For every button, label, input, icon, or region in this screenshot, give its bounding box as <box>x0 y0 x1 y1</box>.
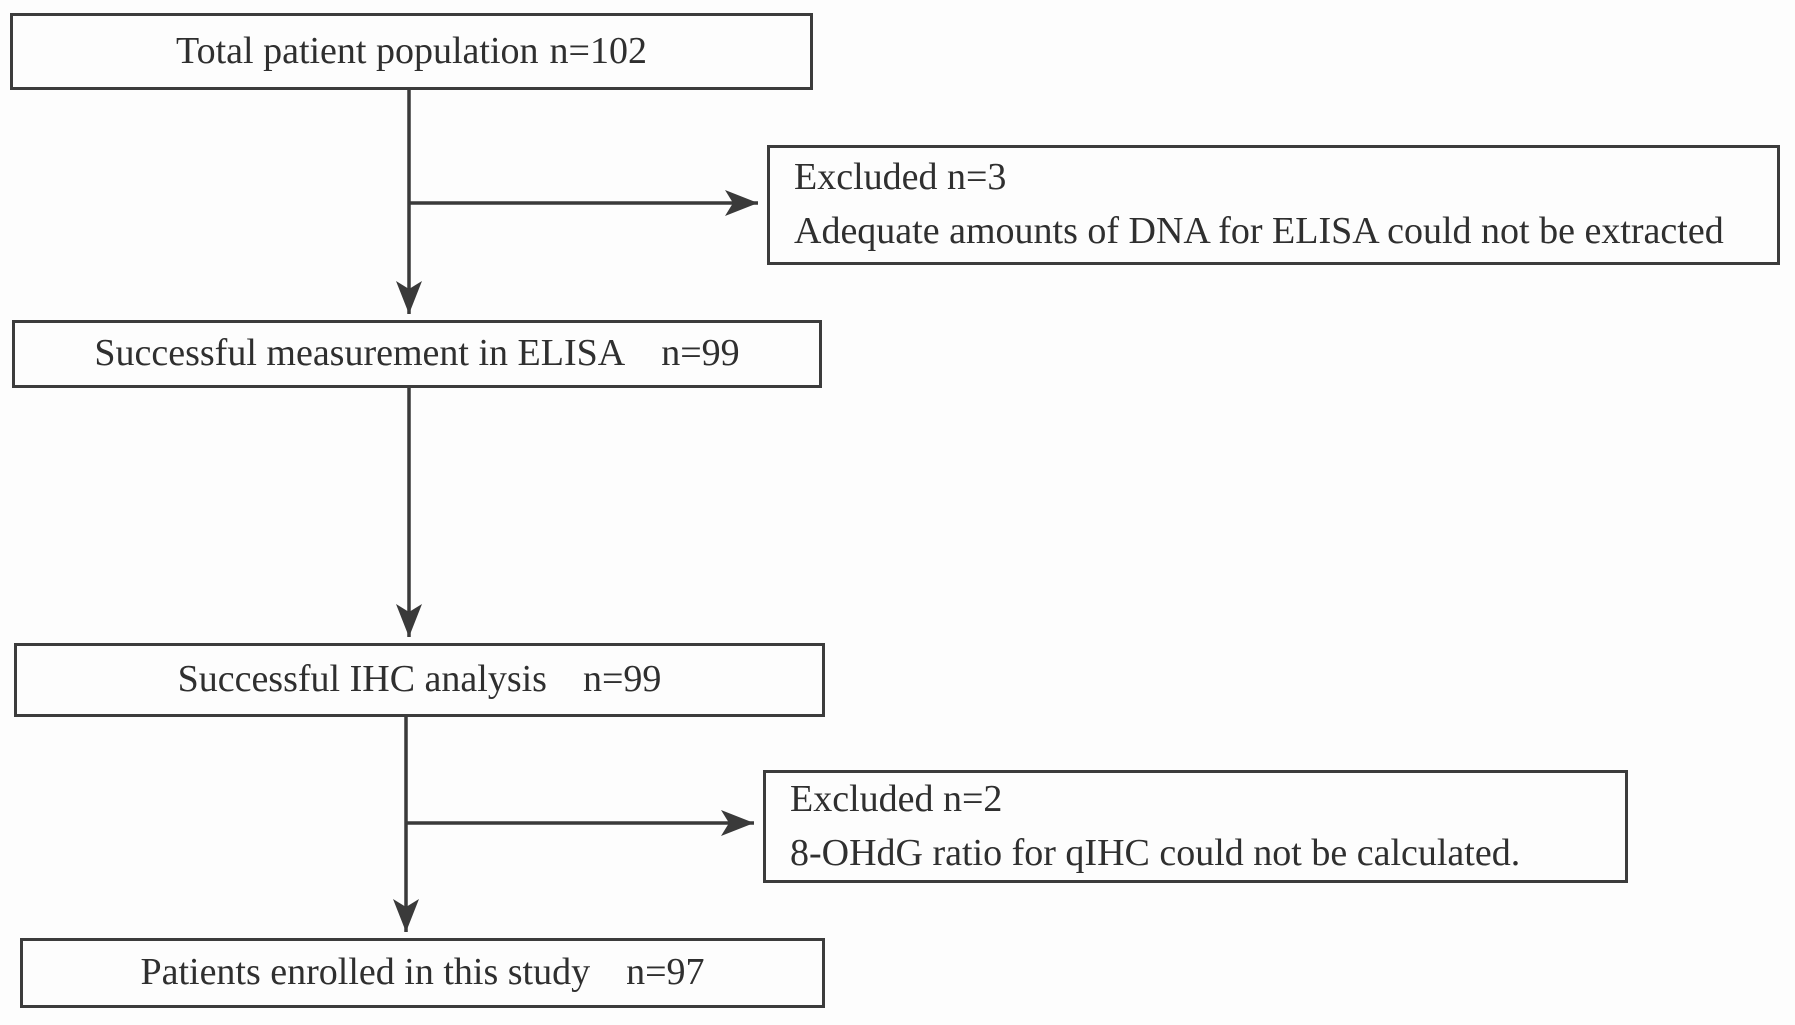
node-count: n=99 <box>582 658 662 701</box>
exclusion-title: Excluded n=3 <box>794 156 1007 199</box>
node-count: n=97 <box>626 951 705 994</box>
node-total-population: Total patient population n=102 <box>10 13 813 90</box>
exclusion-reason: 8-OHdG ratio for qIHC could not be calcu… <box>790 831 1521 874</box>
node-label: Successful IHC analysis <box>177 658 547 701</box>
node-patients-enrolled: Patients enrolled in this study n=97 <box>20 938 825 1008</box>
node-label: Successful measurement in ELISA <box>94 332 626 375</box>
node-label: Patients enrolled in this study <box>140 951 591 994</box>
node-elisa-measurement: Successful measurement in ELISA n=99 <box>12 320 822 388</box>
node-ihc-analysis: Successful IHC analysis n=99 <box>14 643 825 717</box>
exclusion-title: Excluded n=2 <box>790 777 1003 820</box>
node-count: n=99 <box>661 332 740 375</box>
node-excluded-elisa: Excluded n=3 Adequate amounts of DNA for… <box>767 145 1780 265</box>
node-count: n=102 <box>549 29 647 72</box>
exclusion-reason: Adequate amounts of DNA for ELISA could … <box>794 210 1724 252</box>
node-label: Total patient population <box>176 29 539 72</box>
node-excluded-qihc: Excluded n=2 8-OHdG ratio for qIHC could… <box>763 770 1628 883</box>
